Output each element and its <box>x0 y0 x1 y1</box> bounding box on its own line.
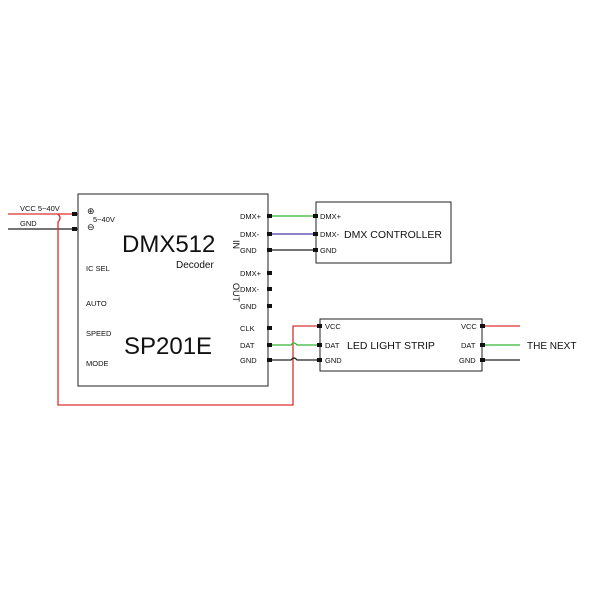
gnd-terminal <box>72 227 77 231</box>
dat-terminal <box>267 343 272 347</box>
dat-label: DAT <box>240 341 255 350</box>
out-dmx-plus-terminal <box>267 271 272 275</box>
led-strip: VCC DAT GND VCC DAT GND LED LIGHT STRIP <box>317 318 485 372</box>
vcc-input-label: VCC 5~40V <box>20 204 60 213</box>
decoder-box <box>77 193 269 387</box>
in-dmx-plus-label: DMX+ <box>240 212 262 221</box>
strip-title: LED LIGHT STRIP <box>347 340 435 352</box>
strip-dat-in-label: DAT <box>325 341 340 350</box>
plus-terminal-symbol: ⊕ <box>87 206 95 216</box>
strip-gnd-out-label: GND <box>459 356 476 365</box>
ctrl-dmx-plus-label: DMX+ <box>320 212 342 221</box>
dmx-controller: DMX+ DMX- GND DMX CONTROLLER <box>313 201 452 264</box>
controller-title: DMX CONTROLLER <box>344 229 442 241</box>
dmx-wires <box>272 215 316 251</box>
out-dmx-plus-label: DMX+ <box>240 269 262 278</box>
in-gnd-terminal <box>267 248 272 252</box>
in-port-label: IN <box>231 240 241 249</box>
out-dmx-minus-label: DMX- <box>240 285 260 294</box>
in-dmx-minus-label: DMX- <box>240 230 260 239</box>
speed-label: SPEED <box>86 329 112 338</box>
strip-wires <box>272 342 320 361</box>
decoder-title: DMX512 <box>122 231 215 258</box>
in-dmx-minus-terminal <box>267 232 272 236</box>
strip-vcc-in-label: VCC <box>325 322 341 331</box>
power-input: VCC 5~40V GND <box>8 204 320 406</box>
strip-dat-in-terminal <box>317 343 322 347</box>
vcc-terminal <box>72 212 77 216</box>
strip-vcc-in-terminal <box>317 324 322 328</box>
out-gnd-label: GND <box>240 302 257 311</box>
clk-terminal <box>267 326 272 330</box>
strip-gnd-out-terminal <box>480 358 485 362</box>
strip-gnd-wire <box>272 357 320 361</box>
strip-vcc-out-label: VCC <box>461 322 477 331</box>
ctrl-gnd-terminal <box>313 248 318 252</box>
out-gnd-terminal <box>267 304 272 308</box>
vcc-loop-wire <box>57 213 320 406</box>
ctrl-gnd-label: GND <box>320 246 337 255</box>
in-dmx-plus-terminal <box>267 214 272 218</box>
next-label: THE NEXT <box>527 341 576 352</box>
ctrl-dmx-plus-terminal <box>313 214 318 218</box>
next-wires: THE NEXT <box>485 325 576 361</box>
decoder-subtitle: Decoder <box>176 260 214 271</box>
out-port-label: OUT <box>231 283 241 303</box>
strip-vcc-out-terminal <box>480 324 485 328</box>
gnd-out-terminal <box>267 358 272 362</box>
strip-gnd-in-label: GND <box>325 356 342 365</box>
decoder-model: SP201E <box>124 333 212 360</box>
power-range-label: 5~40V <box>93 215 115 224</box>
ctrl-dmx-minus-label: DMX- <box>320 230 340 239</box>
decoder-module: ⊕ ⊖ 5~40V DMX512 Decoder SP201E IC SEL A… <box>77 193 272 387</box>
dat-wire <box>272 342 320 346</box>
in-gnd-label: GND <box>240 246 257 255</box>
strip-dat-out-label: DAT <box>461 341 476 350</box>
ctrl-dmx-minus-terminal <box>313 232 318 236</box>
gnd-out-label: GND <box>240 356 257 365</box>
mode-label: MODE <box>86 359 109 368</box>
clk-label: CLK <box>240 324 255 333</box>
out-dmx-minus-terminal <box>267 287 272 291</box>
auto-label: AUTO <box>86 299 107 308</box>
minus-terminal-symbol: ⊖ <box>87 222 95 232</box>
ic-sel-label: IC SEL <box>86 264 110 273</box>
strip-gnd-in-terminal <box>317 358 322 362</box>
strip-dat-out-terminal <box>480 343 485 347</box>
gnd-input-label: GND <box>20 219 37 228</box>
